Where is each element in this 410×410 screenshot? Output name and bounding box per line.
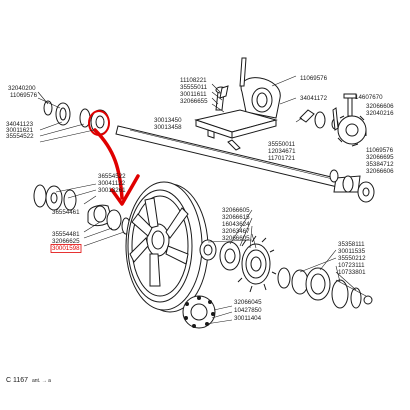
label-right-mid-1: 11069576: [366, 147, 394, 154]
left-mid-bearing-group: [33, 184, 77, 211]
leader-lines: [37, 75, 367, 325]
label-left-low-2: 35554481: [52, 231, 80, 238]
label-right-top-4: 32066606: [366, 103, 394, 110]
label-right-low-5: 10733801: [338, 269, 366, 276]
label-hub-2: 32066615: [222, 214, 250, 221]
label-hub-3: 16043624: [222, 221, 250, 228]
label-top-left-1: 32040200: [8, 85, 36, 92]
label-center-mid-1: 35550011: [268, 141, 296, 148]
label-left-1: 34041123: [6, 121, 34, 128]
diagram-code-suffix: ant. → a: [32, 378, 51, 384]
label-right-mid-2: 32066695: [366, 154, 394, 161]
label-right-top-3: 14607670: [355, 94, 383, 101]
label-right-low-1: 35358111: [338, 241, 365, 248]
label-mid-top-3: 30011611: [180, 91, 207, 98]
label-mid-top-1: 11108221: [180, 77, 207, 84]
hub-sprockets: [199, 235, 277, 293]
diagram-code: C 1167: [6, 377, 28, 384]
shaft-pins: [207, 129, 241, 151]
left-low-parts: [87, 204, 131, 235]
label-left-low-1: 36554461: [52, 209, 80, 216]
label-center-2: 30013458: [154, 124, 182, 131]
top-right-parts: [299, 93, 367, 147]
label-right-mid-4: 32066606: [366, 168, 394, 175]
right-low-bearing-group: [277, 267, 373, 309]
right-end-parts: [329, 169, 375, 203]
label-left-2: 30011621: [6, 127, 34, 134]
label-left-3: 35554522: [6, 133, 34, 140]
label-right-top-1: 11069576: [300, 75, 328, 82]
top-left-bearing-group: [43, 100, 110, 135]
label-hub-4: 32063467: [222, 228, 250, 235]
label-right-mid-3: 35384712: [366, 161, 394, 168]
flange-plate: [182, 295, 216, 329]
label-bottom-2: 10427850: [234, 307, 262, 314]
label-right-top-5: 32040216: [366, 110, 394, 117]
label-mid-top-2: 35555011: [180, 84, 208, 91]
label-left-low-3: 32066625: [52, 238, 80, 245]
label-hub-1: 32066605: [222, 207, 250, 214]
label-right-low-2: 30011535: [338, 248, 366, 255]
label-right-low-3: 35550212: [338, 255, 366, 262]
red-arrow: [93, 128, 140, 206]
label-left-mid-2: 30041122: [98, 180, 126, 187]
label-center-1: 30013450: [154, 117, 182, 124]
red-label-box: [50, 244, 82, 253]
label-bottom-1: 32066045: [234, 299, 262, 306]
label-center-mid-2: 12034671: [268, 148, 296, 155]
label-right-top-2: 34041172: [300, 95, 328, 102]
label-left-mid-1: 36554522: [98, 173, 126, 180]
large-pulley: [125, 181, 209, 313]
label-mid-top-4: 32066655: [180, 98, 208, 105]
label-left-mid-3: 30013261: [98, 187, 126, 194]
label-top-left-2: 11069576: [10, 92, 38, 99]
label-hub-5: 32066605: [222, 235, 250, 242]
label-left-low-red: 30001598: [52, 245, 80, 252]
label-right-low-4: 10723111: [338, 262, 365, 269]
label-center-mid-3: 11701721: [268, 155, 296, 162]
label-bottom-3: 30011404: [234, 315, 262, 322]
part-labels: 32040200 11069576 34041123 30011621 3555…: [6, 75, 394, 384]
bearing-housing: [194, 57, 281, 139]
